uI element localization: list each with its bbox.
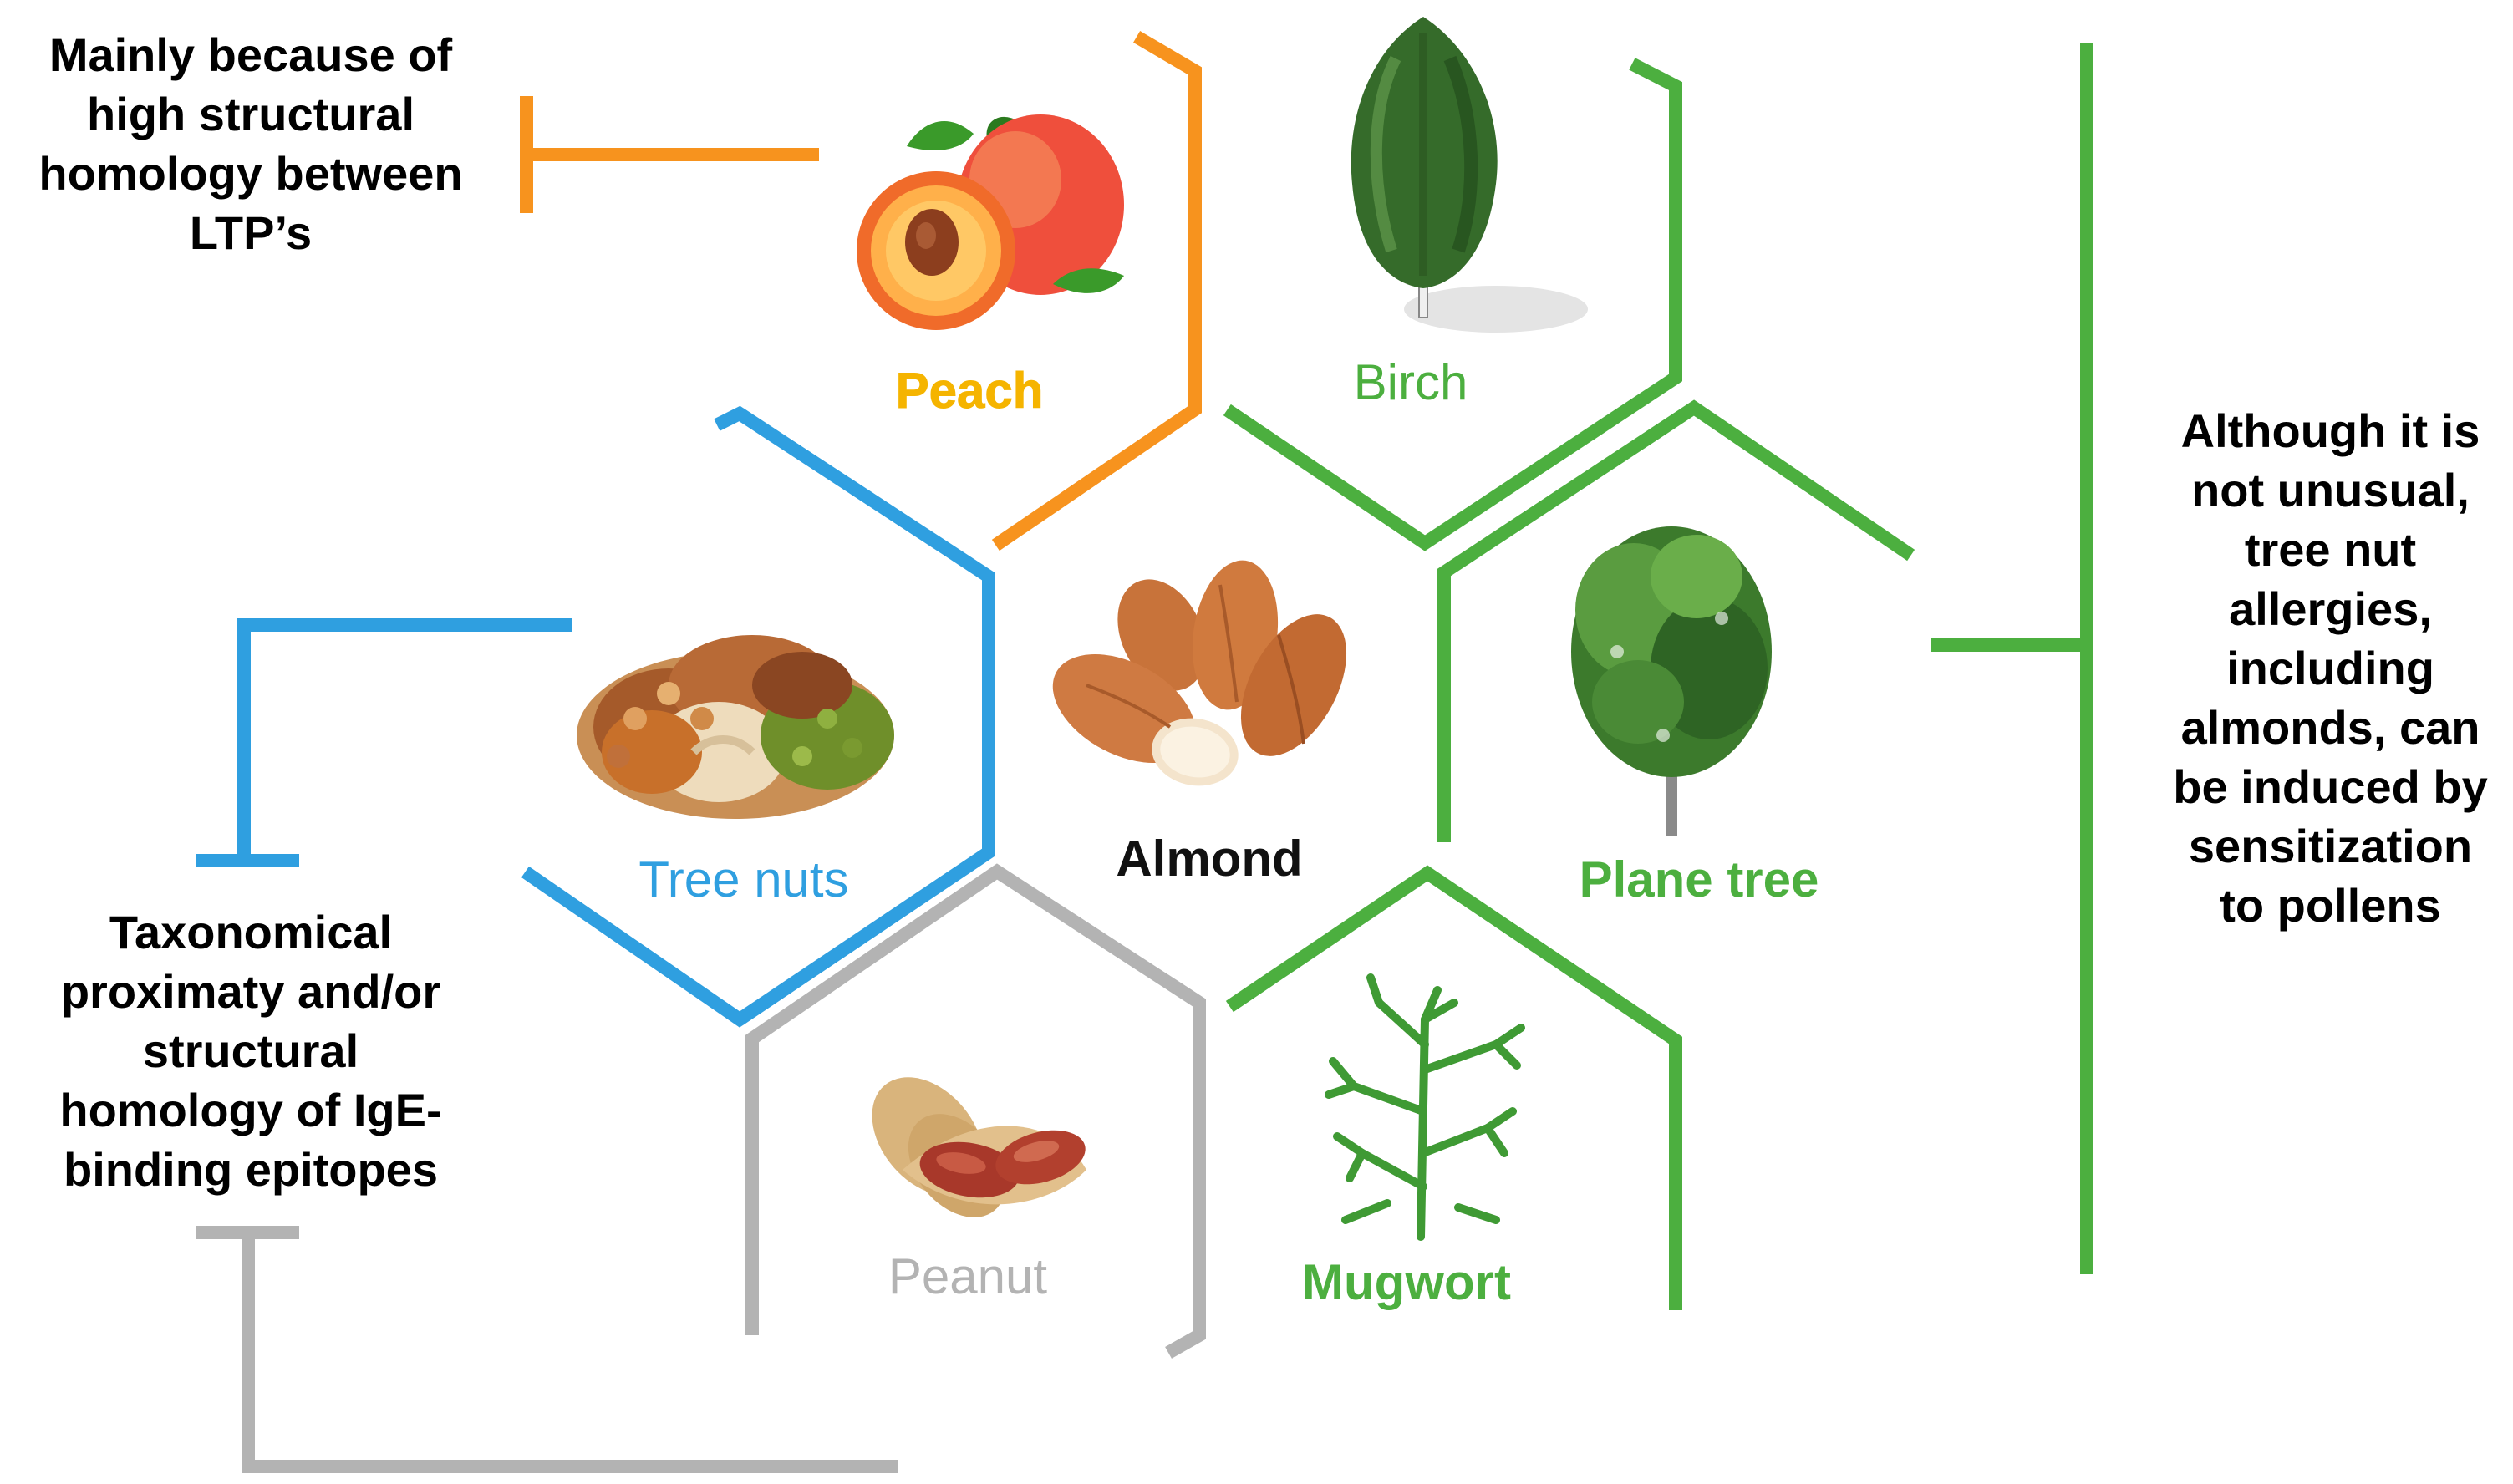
- bracket-taxonomy: [196, 618, 572, 867]
- bracket-peanut: [196, 1226, 898, 1473]
- label-almond: Almond: [1116, 831, 1302, 887]
- label-tree-nuts: Tree nuts: [638, 851, 848, 907]
- bracket-pollen: [1931, 43, 2093, 1274]
- label-peach: Peach: [896, 363, 1044, 419]
- bracket-ltp: [520, 96, 819, 213]
- hexagon-plane-tree: [1437, 399, 1915, 842]
- hexagon-mugwort: [1225, 865, 1682, 1310]
- peanut-icon: [872, 1077, 1086, 1217]
- note-taxonomical-proximity: Taxonomical proximaty and/or structural …: [59, 906, 442, 1196]
- label-birch: Birch: [1354, 354, 1468, 410]
- almonds-icon: [1052, 560, 1347, 786]
- hexagon-peach: [991, 31, 1202, 551]
- mugwort-plant-icon: [1325, 973, 1525, 1241]
- label-mugwort: Mugwort: [1302, 1254, 1511, 1310]
- peach-fruit-icon: [857, 114, 1124, 330]
- hexagon-birch: [1223, 58, 1682, 551]
- hexagon-peanut: [745, 863, 1206, 1359]
- hexagon-tree-nuts: [521, 405, 995, 1028]
- label-plane-tree: Plane tree: [1580, 851, 1819, 907]
- note-ltp-homology: Mainly because of high structural homolo…: [38, 28, 463, 259]
- note-pollen-sensitization: Although it is not unusual, tree nut all…: [2173, 404, 2488, 932]
- birch-tree-icon: [1351, 17, 1588, 333]
- mixed-nuts-icon: [577, 635, 894, 819]
- plane-tree-icon: [1571, 526, 1772, 836]
- label-peanut: Peanut: [888, 1248, 1047, 1304]
